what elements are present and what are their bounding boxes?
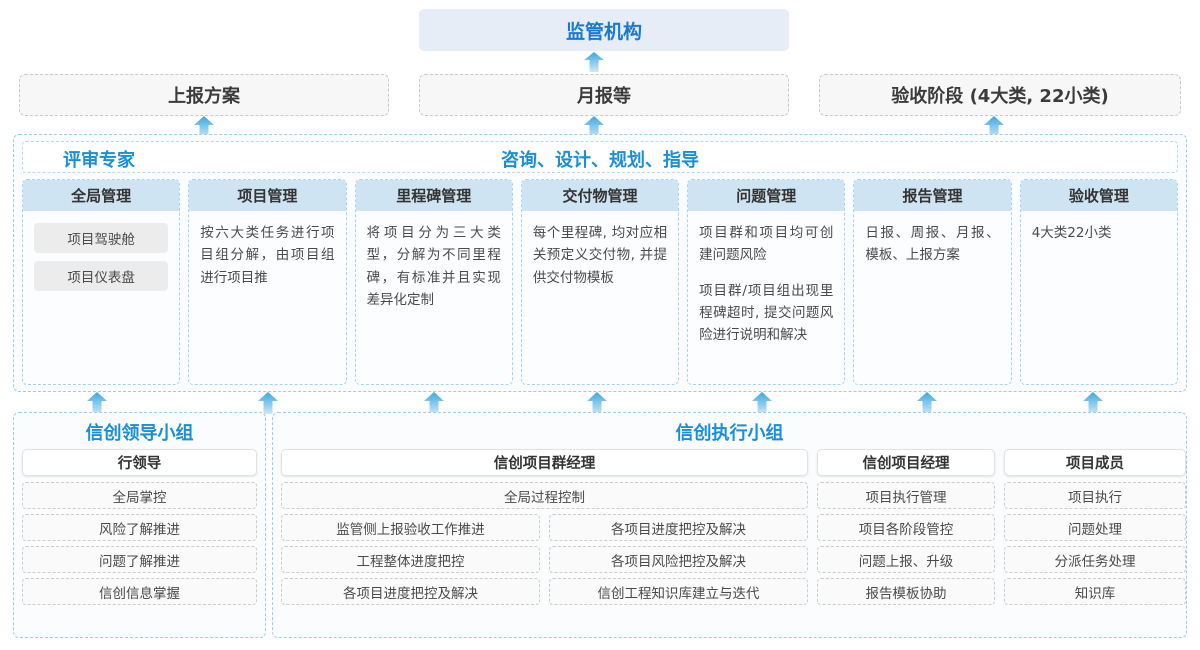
arrow-up-icon-column-0 — [86, 392, 108, 414]
management-column-issue[interactable]: 问题管理 项目群和项目均可创建问题风险 项目群/项目组出现里程碑超时, 提交问题… — [687, 179, 846, 385]
column-header-milestone: 里程碑管理 — [355, 180, 512, 211]
management-column-global[interactable]: 全局管理 项目驾驶舱 项目仪表盘 — [22, 179, 181, 385]
arrow-up-icon-to-regulator — [583, 52, 605, 72]
band-title-consulting: 咨询、设计、规划、指导 — [501, 150, 699, 171]
band-title-bar: 评审专家 咨询、设计、规划、指导 — [22, 141, 1178, 173]
task-cell[interactable]: 全局掌控 — [22, 482, 257, 509]
member-task-list: 项目执行 问题处理 分派任务处理 知识库 — [1004, 482, 1186, 605]
task-cell[interactable]: 项目执行管理 — [817, 482, 995, 509]
column-text-deliverable-0: 每个里程碑, 均对应相关预定义交付物, 并提供交付物模板 — [532, 225, 668, 286]
column-text-issue-1: 项目群/项目组出现里程碑超时, 提交问题风险进行说明和解决 — [699, 282, 834, 344]
task-cell[interactable]: 信创信息掌握 — [22, 578, 257, 605]
column-text-project-0: 按六大类任务进行项目组分解，由项目组进行项目推 — [200, 225, 335, 286]
arrow-up-icon-column-3 — [586, 392, 608, 414]
execution-group-title: 信创执行小组 — [675, 423, 784, 444]
column-text-milestone-0: 将项目分为三大类型，分解为不同里程碑，有标准并且实现差异化定制 — [366, 225, 501, 308]
task-cell[interactable]: 问题了解推进 — [22, 546, 257, 573]
task-cell[interactable]: 全局过程控制 — [281, 482, 808, 509]
regulator-box: 监管机构 — [419, 9, 789, 51]
execution-column-program-manager: 信创项目群经理 全局过程控制 监管侧上报验收工作推进 各项目进度把控及解决 工程… — [281, 449, 808, 631]
arrow-up-icon-column-5 — [916, 392, 938, 414]
management-columns: 全局管理 项目驾驶舱 项目仪表盘 项目管理 按六大类任务进行项目组分解，由项目组… — [22, 179, 1178, 385]
role-program-manager[interactable]: 信创项目群经理 — [281, 449, 808, 476]
management-column-report[interactable]: 报告管理 日报、周报、月报、模板、上报方案 — [853, 179, 1012, 385]
regulator-label: 监管机构 — [565, 20, 642, 43]
task-cell[interactable]: 各项目进度把控及解决 — [281, 578, 540, 605]
role-bank-leader[interactable]: 行领导 — [22, 449, 257, 476]
task-cell[interactable]: 信创工程知识库建立与迭代 — [549, 578, 808, 605]
column-text-issue-0: 项目群和项目均可创建问题风险 — [699, 225, 834, 264]
role-project-manager[interactable]: 信创项目经理 — [817, 449, 995, 476]
top-document-box-0[interactable]: 上报方案 — [19, 74, 389, 116]
execution-column-members: 项目成员 项目执行 问题处理 分派任务处理 知识库 — [1004, 449, 1186, 631]
arrow-up-icon-column-2 — [423, 392, 445, 414]
leadership-task-list: 全局掌控 风险了解推进 问题了解推进 信创信息掌握 — [22, 482, 257, 605]
management-band: 评审专家 咨询、设计、规划、指导 全局管理 项目驾驶舱 项目仪表盘 项目管理 按… — [13, 134, 1187, 392]
arrow-up-icon-column-6 — [1082, 392, 1104, 414]
execution-column-project-manager: 信创项目经理 项目执行管理 项目各阶段管控 问题上报、升级 报告模板协助 — [817, 449, 995, 631]
task-cell[interactable]: 项目各阶段管控 — [817, 514, 995, 541]
leadership-group-title: 信创领导小组 — [85, 423, 194, 444]
task-cell[interactable]: 各项目风险把控及解决 — [549, 546, 808, 573]
task-cell[interactable]: 风险了解推进 — [22, 514, 257, 541]
management-column-milestone[interactable]: 里程碑管理 将项目分为三大类型，分解为不同里程碑，有标准并且实现差异化定制 — [354, 179, 513, 385]
arrow-up-icon-to-document-0 — [193, 116, 215, 138]
arrow-up-icon-to-document-1 — [583, 116, 605, 138]
top-document-box-1[interactable]: 月报等 — [419, 74, 789, 116]
role-project-member[interactable]: 项目成员 — [1004, 449, 1186, 476]
band-title-review-experts: 评审专家 — [63, 150, 135, 171]
task-cell[interactable]: 问题处理 — [1004, 514, 1186, 541]
pill-project-cockpit[interactable]: 项目驾驶舱 — [34, 223, 169, 253]
top-document-label-1: 月报等 — [577, 86, 631, 107]
task-cell[interactable]: 项目执行 — [1004, 482, 1186, 509]
program-manager-task-list: 全局过程控制 监管侧上报验收工作推进 各项目进度把控及解决 工程整体进度把控 各… — [281, 482, 808, 605]
column-header-issue: 问题管理 — [688, 180, 845, 211]
column-header-deliverable: 交付物管理 — [521, 180, 679, 211]
arrow-up-icon-column-1 — [257, 392, 279, 414]
top-document-box-2[interactable]: 验收阶段 (4大类, 22小类) — [819, 74, 1181, 116]
task-cell[interactable]: 知识库 — [1004, 578, 1186, 605]
management-column-project[interactable]: 项目管理 按六大类任务进行项目组分解，由项目组进行项目推 — [188, 179, 347, 385]
task-cell[interactable]: 各项目进度把控及解决 — [549, 514, 808, 541]
task-cell[interactable]: 监管侧上报验收工作推进 — [281, 514, 540, 541]
column-header-global: 全局管理 — [23, 180, 180, 211]
execution-group-panel: 信创执行小组 信创项目群经理 全局过程控制 监管侧上报验收工作推进 各项目进度把… — [272, 412, 1187, 638]
column-text-acceptance-0: 4大类22小类 — [1031, 225, 1112, 241]
task-cell[interactable]: 问题上报、升级 — [817, 546, 995, 573]
pill-project-dashboard[interactable]: 项目仪表盘 — [34, 261, 169, 291]
top-document-label-2: 验收阶段 (4大类, 22小类) — [891, 86, 1109, 107]
project-manager-task-list: 项目执行管理 项目各阶段管控 问题上报、升级 报告模板协助 — [817, 482, 995, 605]
column-header-project: 项目管理 — [189, 180, 346, 211]
management-column-acceptance[interactable]: 验收管理 4大类22小类 — [1019, 179, 1178, 385]
column-header-report: 报告管理 — [854, 180, 1011, 211]
execution-role-columns: 信创项目群经理 全局过程控制 监管侧上报验收工作推进 各项目进度把控及解决 工程… — [281, 449, 1186, 631]
management-column-deliverable[interactable]: 交付物管理 每个里程碑, 均对应相关预定义交付物, 并提供交付物模板 — [520, 179, 680, 385]
column-text-report-0: 日报、周报、月报、模板、上报方案 — [865, 225, 1000, 264]
arrow-up-icon-column-4 — [751, 392, 773, 414]
task-cell[interactable]: 工程整体进度把控 — [281, 546, 540, 573]
top-document-label-0: 上报方案 — [168, 86, 240, 107]
arrow-up-icon-to-document-2 — [983, 116, 1005, 138]
column-header-acceptance: 验收管理 — [1020, 180, 1177, 211]
task-cell[interactable]: 分派任务处理 — [1004, 546, 1186, 573]
task-cell[interactable]: 报告模板协助 — [817, 578, 995, 605]
leadership-group-panel: 信创领导小组 行领导 全局掌控 风险了解推进 问题了解推进 信创信息掌握 — [13, 412, 266, 638]
